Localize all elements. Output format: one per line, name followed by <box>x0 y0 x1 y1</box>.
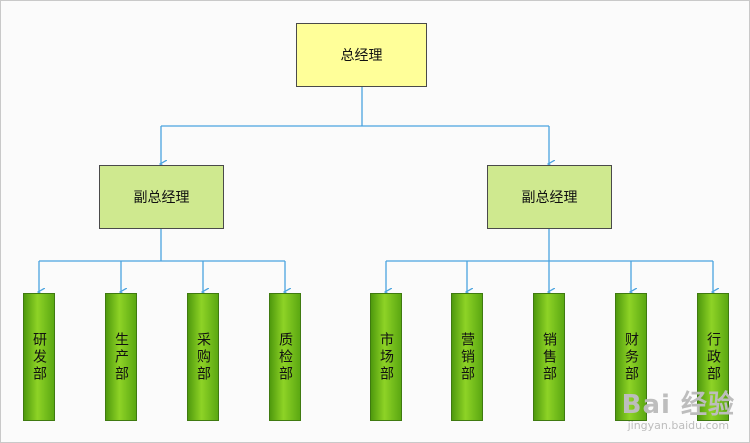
dept-node-finance: 财务部 <box>615 293 647 421</box>
vp-node-right: 副总经理 <box>487 165 612 229</box>
dept-label: 销售部 <box>541 331 557 383</box>
dept-label: 财务部 <box>623 331 639 383</box>
dept-label: 营销部 <box>459 331 475 383</box>
dept-label: 采购部 <box>195 331 211 383</box>
dept-label: 行政部 <box>705 331 721 383</box>
dept-label: 研发部 <box>31 331 47 383</box>
dept-node-production: 生产部 <box>105 293 137 421</box>
dept-label: 质检部 <box>277 331 293 383</box>
dept-node-marketing: 市场部 <box>370 293 402 421</box>
dept-node-promotion: 营销部 <box>451 293 483 421</box>
dept-label: 市场部 <box>378 331 394 383</box>
ceo-node: 总经理 <box>296 23 427 87</box>
vp-right-label: 副总经理 <box>521 190 578 206</box>
dept-node-rnd: 研发部 <box>23 293 55 421</box>
watermark-logo: Bai 经验 <box>621 390 735 420</box>
dept-node-quality: 质检部 <box>269 293 301 421</box>
dept-label: 生产部 <box>113 331 129 383</box>
dept-node-purchasing: 采购部 <box>187 293 219 421</box>
dept-node-admin: 行政部 <box>697 293 729 421</box>
watermark-url: jingyan.baidu.com <box>627 419 730 432</box>
ceo-label: 总经理 <box>340 48 383 64</box>
dept-node-sales: 销售部 <box>533 293 565 421</box>
vp-node-left: 副总经理 <box>99 165 224 229</box>
vp-left-label: 副总经理 <box>133 190 190 206</box>
watermark: Bai 经验 jingyan.baidu.com <box>622 384 735 432</box>
